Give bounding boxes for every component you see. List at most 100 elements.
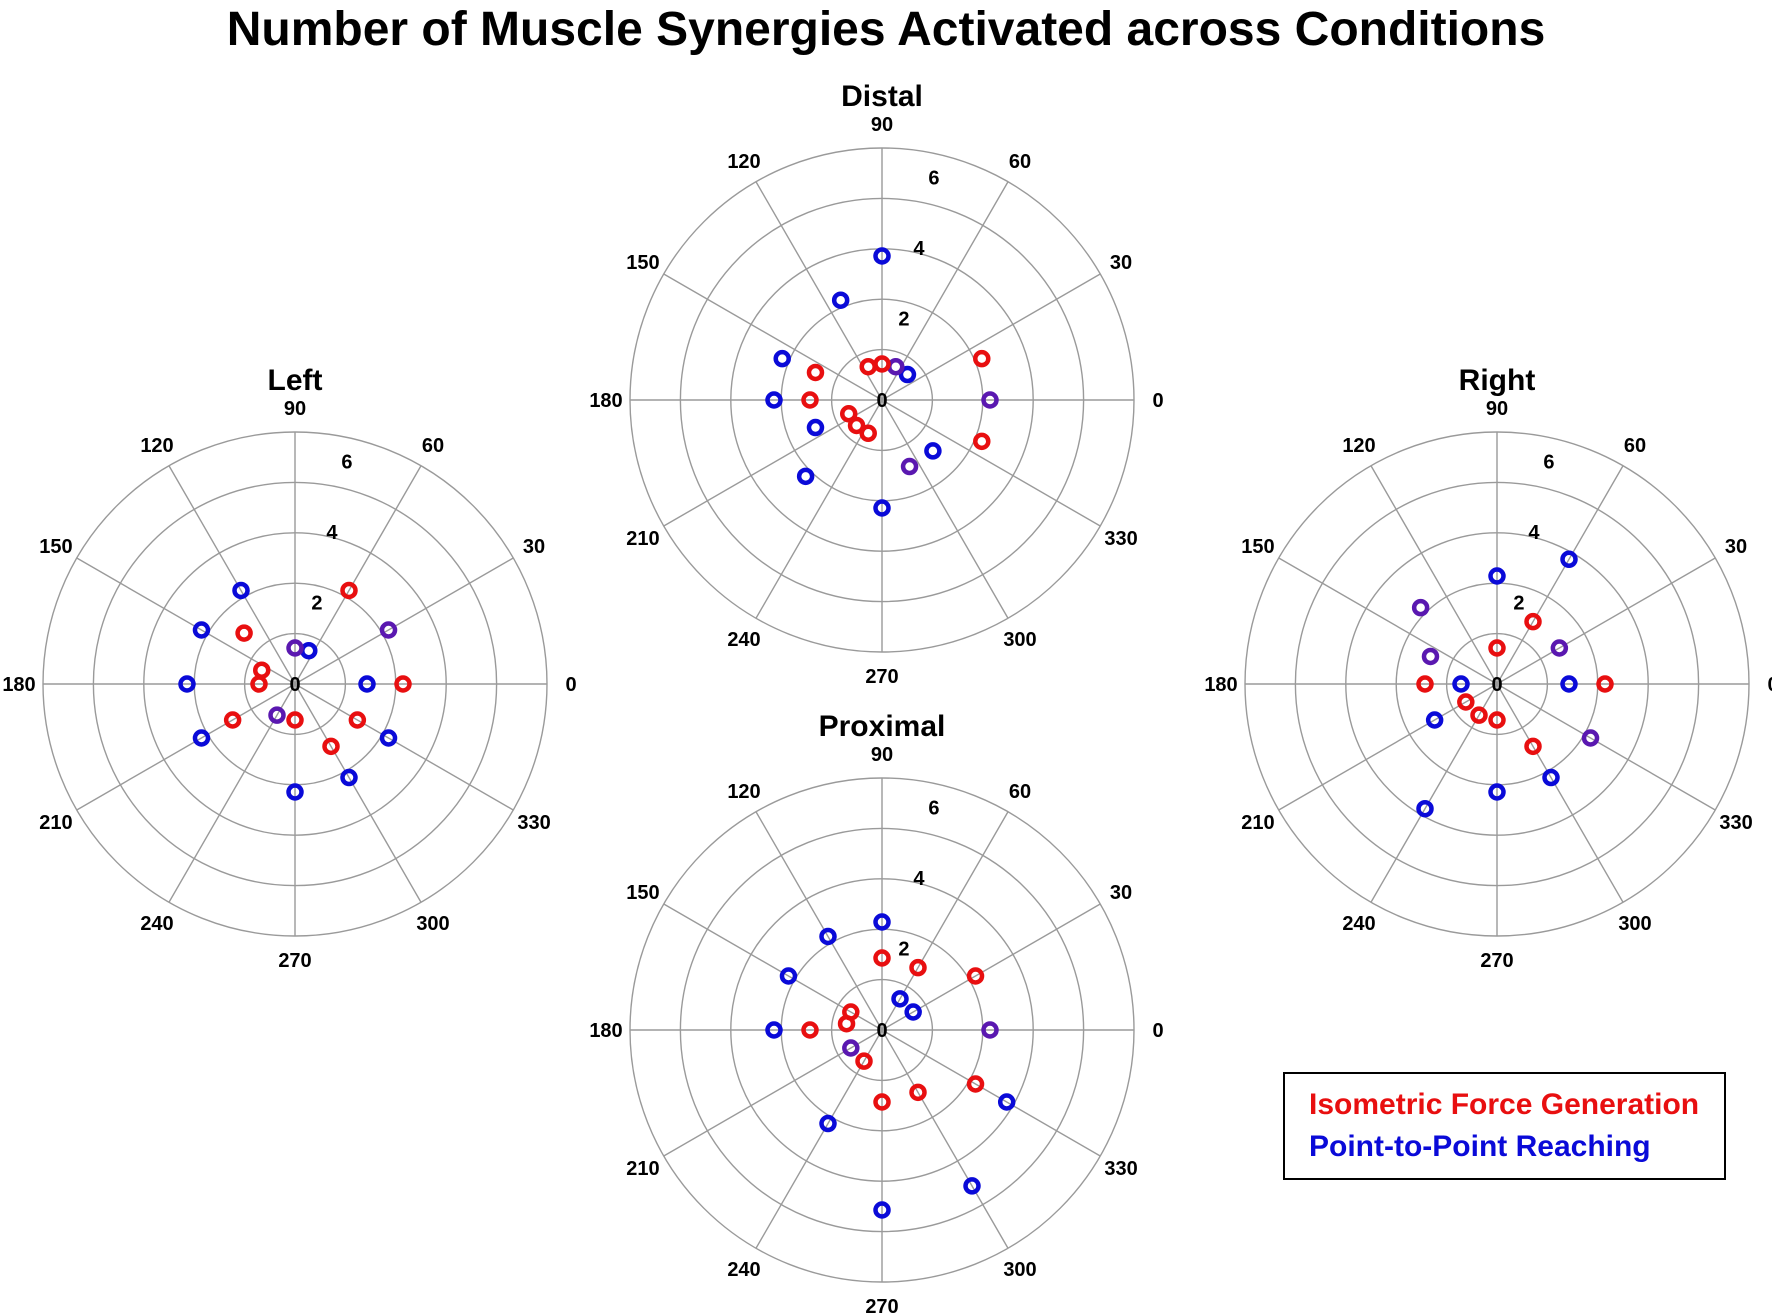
angle-tick-label: 240 bbox=[1342, 913, 1375, 935]
reaching-point bbox=[1542, 768, 1560, 787]
overlap-point bbox=[379, 621, 398, 639]
reaching-point bbox=[1452, 675, 1470, 693]
isometric-point bbox=[801, 1021, 819, 1039]
subplot-title-right: Right bbox=[1459, 364, 1536, 397]
radial-tick-label: 6 bbox=[928, 798, 939, 820]
isometric-point bbox=[223, 711, 242, 729]
subplot-title-left: Left bbox=[268, 364, 323, 397]
reaching-point bbox=[819, 1114, 837, 1133]
isometric-point bbox=[252, 661, 271, 679]
isometric-point bbox=[1470, 706, 1488, 724]
angle-tick-label: 330 bbox=[1719, 812, 1752, 834]
grid-spoke bbox=[294, 683, 514, 811]
angle-tick-label: 270 bbox=[278, 950, 311, 972]
isometric-point bbox=[286, 711, 304, 729]
isometric-point bbox=[1488, 639, 1506, 657]
angle-tick-label: 150 bbox=[39, 536, 72, 558]
angle-tick-label: 210 bbox=[39, 812, 72, 834]
angle-tick-label: 90 bbox=[284, 398, 306, 420]
grid-spoke bbox=[663, 273, 883, 401]
reaching-point bbox=[891, 990, 909, 1008]
isometric-point bbox=[909, 958, 927, 977]
polar-chart-proximal: 03060901201501802102402703003300246Proxi… bbox=[589, 710, 1163, 1315]
reaching-point bbox=[340, 768, 358, 787]
reaching-point bbox=[1488, 783, 1506, 801]
reaching-point bbox=[873, 499, 891, 517]
radial-tick-label: 2 bbox=[1513, 593, 1524, 615]
grid-spoke bbox=[1370, 683, 1498, 903]
angle-tick-label: 180 bbox=[1204, 674, 1237, 696]
isometric-point bbox=[859, 357, 877, 376]
isometric-point bbox=[855, 1052, 873, 1070]
reaching-point bbox=[779, 967, 798, 985]
radial-tick-label: 0 bbox=[876, 1020, 887, 1042]
reaching-point bbox=[765, 1021, 783, 1039]
isometric-point bbox=[839, 405, 858, 423]
angle-tick-label: 300 bbox=[1003, 1259, 1036, 1281]
radial-tick-label: 4 bbox=[913, 868, 925, 890]
angle-tick-label: 270 bbox=[865, 1296, 898, 1315]
reaching-point bbox=[773, 349, 791, 368]
isometric-point bbox=[1524, 737, 1542, 756]
grid-spoke bbox=[1496, 557, 1716, 685]
reaching-point bbox=[1488, 567, 1506, 585]
overlap-point bbox=[1550, 639, 1569, 657]
figure-title: Number of Muscle Synergies Activated acr… bbox=[226, 3, 1546, 56]
angle-tick-label: 30 bbox=[523, 536, 545, 558]
angle-tick-label: 120 bbox=[1342, 435, 1375, 457]
grid-spoke bbox=[1370, 465, 1498, 685]
reaching-point bbox=[873, 247, 891, 265]
angle-tick-label: 300 bbox=[1618, 913, 1651, 935]
polar-chart-distal: 03060901201501802102402703003300246Dista… bbox=[589, 80, 1163, 688]
subplot-title-distal: Distal bbox=[841, 80, 923, 113]
grid-spoke bbox=[881, 399, 1101, 527]
reaching-point bbox=[997, 1093, 1016, 1111]
overlap-point bbox=[286, 639, 304, 657]
isometric-point bbox=[859, 424, 877, 443]
angle-tick-label: 60 bbox=[1624, 435, 1646, 457]
isometric-point bbox=[1416, 675, 1434, 693]
radial-tick-label: 4 bbox=[326, 522, 338, 544]
reaching-point bbox=[898, 365, 917, 384]
reaching-point bbox=[358, 675, 376, 693]
reaching-point bbox=[806, 418, 825, 437]
overlap-point bbox=[842, 1039, 860, 1057]
angle-tick-label: 180 bbox=[589, 390, 622, 412]
reaching-point bbox=[831, 291, 850, 309]
angle-tick-label: 150 bbox=[626, 882, 659, 904]
grid-spoke bbox=[1496, 465, 1624, 685]
legend: Isometric Force Generation Point-to-Poin… bbox=[1283, 1072, 1726, 1180]
grid-spoke bbox=[881, 399, 1009, 619]
radial-tick-label: 4 bbox=[1528, 522, 1540, 544]
isometric-point bbox=[235, 624, 253, 642]
isometric-point bbox=[973, 432, 991, 451]
isometric-point bbox=[1524, 612, 1542, 631]
angle-tick-label: 120 bbox=[727, 781, 760, 803]
grid-spoke bbox=[1278, 557, 1498, 685]
radial-tick-label: 0 bbox=[876, 390, 887, 412]
angle-tick-label: 210 bbox=[1241, 812, 1274, 834]
reaching-point bbox=[873, 913, 891, 931]
reaching-point bbox=[286, 783, 304, 801]
angle-tick-label: 30 bbox=[1110, 252, 1132, 274]
grid-spoke bbox=[755, 811, 883, 1031]
radial-tick-label: 2 bbox=[311, 593, 322, 615]
isometric-point bbox=[322, 737, 340, 756]
angle-tick-label: 90 bbox=[1486, 398, 1508, 420]
grid-spoke bbox=[1278, 683, 1498, 811]
isometric-point bbox=[801, 391, 819, 409]
reaching-point bbox=[1416, 799, 1434, 818]
reaching-point bbox=[1560, 675, 1578, 693]
reaching-point bbox=[765, 391, 783, 409]
reaching-point bbox=[924, 442, 942, 460]
radial-tick-label: 6 bbox=[1543, 452, 1554, 474]
radial-tick-label: 0 bbox=[289, 674, 300, 696]
angle-tick-label: 120 bbox=[727, 151, 760, 173]
overlap-point bbox=[887, 357, 905, 376]
reaching-point bbox=[963, 1177, 981, 1195]
angle-tick-label: 240 bbox=[727, 629, 760, 651]
angle-tick-label: 0 bbox=[1152, 1020, 1163, 1042]
angle-tick-label: 0 bbox=[1767, 674, 1772, 696]
polar-chart-right: 03060901201501802102402703003300246Right bbox=[1204, 364, 1772, 972]
